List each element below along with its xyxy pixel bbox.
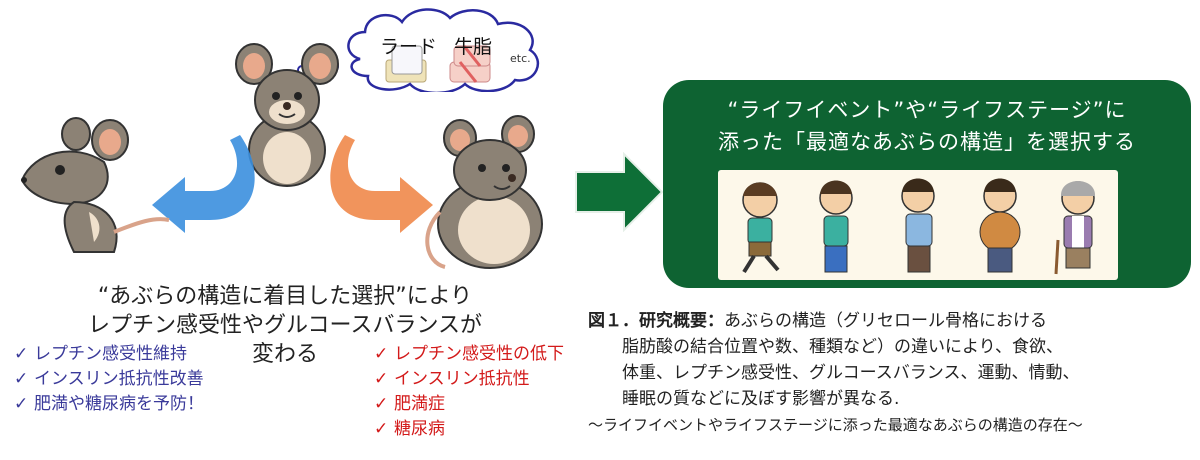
benefit-item: ✓インスリン抵抗性改善: [14, 367, 204, 392]
healthy-mouse-icon: [20, 117, 170, 253]
lifestage-panel: “ライフイベント”や“ライフステージ”に 添った「最適なあぶらの構造」を選択する: [663, 80, 1191, 288]
figure-caption: 図１．研究概要：あぶらの構造（グリセロール骨格における 脂肪酸の結合位置や数、種…: [588, 308, 1188, 438]
check-icon: ✓: [14, 344, 29, 364]
child-figure: [742, 182, 780, 274]
benefit-item: ✓肥満や糖尿病を予防！: [14, 392, 204, 417]
caption-line-1: あぶらの構造（グリセロール骨格における: [724, 311, 1047, 331]
elderly-figure: [1054, 181, 1096, 275]
risk-item: ✓糖尿病: [374, 417, 564, 442]
caption-line-2: 脂肪酸の結合位置や数、種類など）の違いにより、食欲、: [622, 337, 1063, 357]
check-icon: ✓: [374, 344, 389, 364]
cloud-icon: [347, 8, 540, 95]
check-icon: ✓: [14, 369, 29, 389]
people-illustration: [718, 170, 1118, 280]
check-icon: ✓: [14, 394, 29, 414]
caption-label: 図１．研究概要：: [588, 311, 724, 331]
teen-figure: [819, 180, 853, 273]
neutral-mouse-icon: [235, 43, 339, 187]
lard-label: ラード: [380, 36, 438, 58]
center-line-1: “あぶらの構造に着目した選択”により: [97, 284, 473, 309]
life-stages-people-icon: [742, 178, 1096, 275]
risks-list: ✓レプチン感受性の低下 ✓インスリン抵抗性 ✓肥満症 ✓糖尿病: [374, 342, 564, 442]
etc-label: etc.: [510, 52, 531, 65]
orange-curved-arrow-icon: [330, 135, 433, 233]
center-line-2: レプチン感受性やグルコースバランスが: [87, 313, 483, 338]
check-icon: ✓: [374, 419, 389, 439]
caption-footer: ～ライフイベントやライフステージに添った最適なあぶらの構造の存在～: [588, 416, 1083, 434]
lard-icon: [385, 45, 427, 83]
risk-item: ✓インスリン抵抗性: [374, 367, 564, 392]
obese-mouse-icon: [425, 115, 543, 269]
check-icon: ✓: [374, 369, 389, 389]
tallow-label: 牛脂: [454, 36, 493, 58]
benefits-list: ✓レプチン感受性維持 ✓インスリン抵抗性改善 ✓肥満や糖尿病を予防！: [14, 342, 204, 417]
caption-line-3: 体重、レプチン感受性、グルコースバランス、運動、情動、: [622, 363, 1080, 383]
caption-line-4: 睡眠の質などに及ぼす影響が異なる.: [622, 389, 900, 409]
lifestage-title: “ライフイベント”や“ライフステージ”に 添った「最適なあぶらの構造」を選択する: [718, 98, 1136, 154]
check-icon: ✓: [374, 394, 389, 414]
center-description: “あぶらの構造に着目した選択”により レプチン感受性やグルコースバランスが 変わ…: [60, 282, 510, 369]
tallow-icon: [449, 45, 491, 83]
risk-item: ✓肥満症: [374, 392, 564, 417]
thought-bubble: ラード 牛脂 etc.: [340, 4, 550, 95]
benefit-item: ✓レプチン感受性維持: [14, 342, 204, 367]
middle-aged-figure: [979, 178, 1021, 273]
adult-figure: [901, 178, 935, 273]
center-line-3: 変わる: [251, 342, 318, 367]
right-arrow-icon: [575, 152, 664, 232]
blue-curved-arrow-icon: [152, 135, 255, 233]
risk-item: ✓レプチン感受性の低下: [374, 342, 564, 367]
